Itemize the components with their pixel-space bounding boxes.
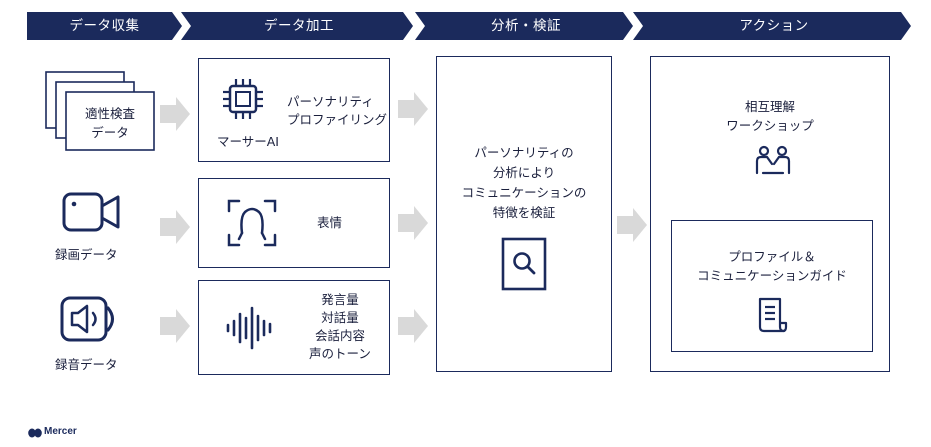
flow-arrow	[160, 309, 190, 343]
survey-label-line2: データ	[91, 125, 129, 140]
stage-collection: データ収集	[27, 12, 182, 40]
survey-label-line1: 適性検査	[84, 106, 135, 121]
chevron-shape	[181, 12, 413, 40]
mercer-logo-text: Mercer	[44, 426, 77, 437]
mercer-ai-caption: マーサーAI	[217, 134, 279, 149]
stage-label: データ収集	[69, 18, 140, 34]
voice-metric: 声のトーン	[309, 346, 371, 361]
video-label: 録画データ	[55, 247, 118, 262]
analysis-text: パーソナリティの 分析により コミュニケーションの 特徴を検証	[437, 143, 611, 223]
processing-box-personality: パーソナリティ プロファイリング マーサーAI	[198, 58, 390, 162]
analysis-box: パーソナリティの 分析により コミュニケーションの 特徴を検証	[436, 56, 612, 372]
flow-arrow	[398, 206, 428, 240]
workshop-line1: 相互理解	[744, 99, 795, 114]
analysis-line: 特徴を検証	[492, 205, 556, 220]
people-icon	[755, 145, 791, 175]
analysis-line: コミュニケーションの	[461, 185, 587, 200]
video-camera-icon	[62, 192, 122, 234]
expression-label: 表情	[317, 215, 343, 230]
flow-arrow	[617, 208, 647, 242]
processing-box-expression: 表情	[198, 178, 390, 268]
workshop-line2: ワークショップ	[726, 118, 814, 133]
chip-icon	[221, 77, 265, 121]
flow-arrow	[160, 210, 190, 244]
stage-label: アクション	[739, 18, 809, 34]
document-icon	[756, 297, 788, 333]
voice-metric: 会話内容	[314, 328, 365, 343]
personality-line1: パーソナリティ	[287, 94, 374, 109]
voice-metric: 発言量	[321, 292, 359, 307]
guide-box: プロファイル＆ コミュニケーションガイド	[671, 220, 873, 352]
mercer-logo-icon	[28, 428, 42, 438]
stage-action: アクション	[633, 12, 911, 40]
workshop-label: 相互理解 ワークショップ	[651, 97, 889, 135]
chevron-shape	[27, 12, 182, 40]
guide-line2: コミュニケーションガイド	[697, 268, 847, 283]
stage-label: データ加工	[264, 18, 334, 34]
voice-metrics: 発言量 対話量 会話内容 声のトーン	[295, 291, 385, 363]
personality-label: パーソナリティ プロファイリング	[287, 93, 387, 129]
survey-label: 適性検査 データ	[66, 104, 154, 142]
guide-line1: プロファイル＆	[728, 249, 816, 264]
guide-label: プロファイル＆ コミュニケーションガイド	[672, 247, 872, 285]
audio-label: 録音データ	[55, 357, 118, 372]
action-box: 相互理解 ワークショップ プロファイル＆ コミュニケーションガイド	[650, 56, 890, 372]
stage-processing: データ加工	[181, 12, 413, 40]
sound-wave-icon	[225, 305, 277, 351]
flow-arrow	[160, 97, 190, 131]
analysis-line: パーソナリティの	[474, 145, 574, 160]
stage-label: 分析・検証	[491, 18, 561, 34]
chevron-shape	[415, 12, 633, 40]
document-search-icon	[501, 237, 547, 291]
flow-arrow	[398, 309, 428, 343]
documents-icon	[44, 70, 156, 154]
analysis-line: 分析により	[492, 165, 556, 180]
stage-analysis: 分析・検証	[415, 12, 633, 40]
speaker-icon	[60, 296, 120, 344]
voice-metric: 対話量	[321, 310, 359, 325]
chevron-shape	[633, 12, 911, 40]
processing-box-voice: 発言量 対話量 会話内容 声のトーン	[198, 280, 390, 375]
flow-arrow	[398, 92, 428, 126]
face-scan-icon	[227, 199, 277, 247]
personality-line2: プロファイリング	[287, 112, 388, 127]
